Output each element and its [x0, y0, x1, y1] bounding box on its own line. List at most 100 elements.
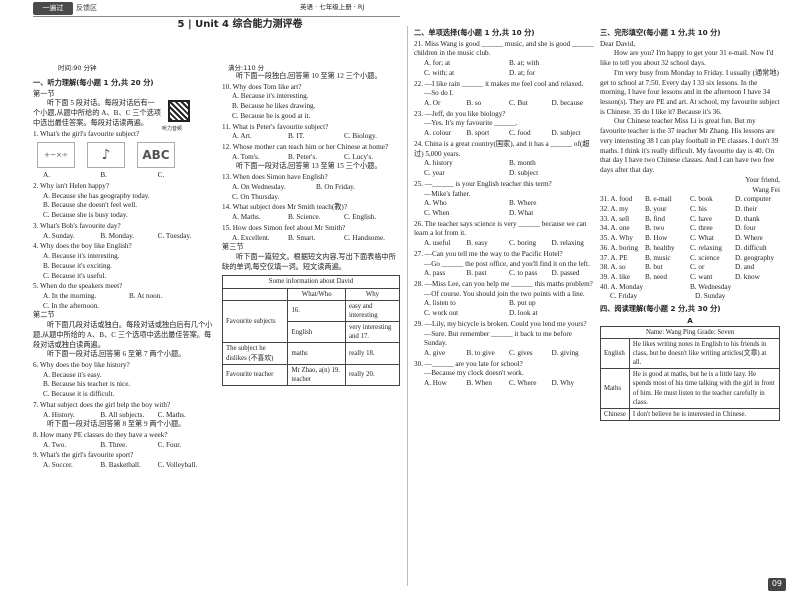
- option[interactable]: C. year: [424, 169, 445, 178]
- option[interactable]: B. to give: [466, 349, 495, 357]
- option[interactable]: 31. A. food: [600, 195, 633, 204]
- option[interactable]: B. Monday.: [100, 231, 135, 240]
- option[interactable]: C. What: [690, 234, 714, 243]
- blank-17[interactable]: very interesting and 17.: [344, 321, 401, 344]
- option[interactable]: C.: [157, 171, 165, 180]
- option[interactable]: D. their: [735, 204, 757, 213]
- option[interactable]: B. How: [645, 234, 668, 243]
- option[interactable]: D. computer: [735, 195, 771, 204]
- option[interactable]: D. because: [551, 99, 584, 108]
- option[interactable]: C. with; at: [424, 68, 455, 77]
- option[interactable]: C. English.: [344, 213, 377, 222]
- option[interactable]: 32. A. my: [600, 204, 629, 213]
- option[interactable]: D. know: [735, 272, 760, 281]
- option[interactable]: B. at; with: [509, 59, 540, 68]
- option[interactable]: B. Because she doesn't feel well.: [43, 201, 138, 210]
- option[interactable]: B. Because he likes drawing.: [232, 102, 316, 111]
- option[interactable]: A. Because she has geography today.: [43, 191, 150, 200]
- option[interactable]: D. passed: [551, 269, 580, 278]
- option[interactable]: D. at; for: [509, 68, 536, 77]
- option[interactable]: A. Tom's.: [232, 152, 260, 161]
- option[interactable]: A. Art.: [232, 132, 252, 141]
- option[interactable]: C. Friday: [610, 292, 638, 301]
- option[interactable]: A. Maths.: [232, 213, 261, 222]
- option[interactable]: B. but: [645, 263, 663, 272]
- option[interactable]: A. Or: [424, 99, 441, 108]
- option[interactable]: B.: [100, 171, 107, 180]
- option[interactable]: 39. A. like: [600, 272, 630, 281]
- option[interactable]: C. Where: [509, 379, 537, 388]
- qr-code-icon[interactable]: [168, 100, 190, 122]
- option[interactable]: 37. A. PE: [600, 253, 628, 262]
- blank-18[interactable]: really 18.: [344, 342, 401, 365]
- option[interactable]: B. past: [466, 269, 487, 278]
- option[interactable]: 40. A. Monday: [600, 282, 644, 291]
- option[interactable]: A. colour: [424, 129, 452, 138]
- option[interactable]: C. In the afternoon.: [43, 301, 100, 310]
- option[interactable]: B. IT.: [288, 132, 305, 141]
- option[interactable]: C. Maths.: [157, 410, 186, 419]
- option[interactable]: A. listen to: [424, 299, 456, 308]
- option[interactable]: A. Sunday.: [43, 231, 75, 240]
- option[interactable]: B. sport: [466, 129, 490, 138]
- option[interactable]: 34. A. one: [600, 224, 630, 233]
- blank-20[interactable]: really 20.: [344, 363, 401, 387]
- option[interactable]: A. History.: [43, 410, 75, 419]
- option[interactable]: B. Basketball.: [100, 461, 141, 470]
- option[interactable]: C. boring: [509, 239, 537, 248]
- option[interactable]: B. Wednesday: [690, 282, 732, 291]
- option[interactable]: A. for; at: [424, 59, 451, 68]
- option[interactable]: B. your: [645, 204, 667, 213]
- option[interactable]: C. gives: [509, 349, 533, 357]
- option[interactable]: B. put up: [509, 299, 536, 308]
- blank-19[interactable]: Mr Zhao, a(n) 19. teacher: [287, 363, 346, 387]
- option[interactable]: D. four: [735, 224, 756, 233]
- option[interactable]: D. Where: [735, 234, 763, 243]
- option[interactable]: B. Smart.: [288, 233, 316, 242]
- option[interactable]: A. Excellent.: [232, 233, 270, 242]
- option[interactable]: C. Tuesday.: [157, 231, 192, 240]
- option[interactable]: A. pass: [424, 269, 446, 278]
- option[interactable]: B. music: [645, 253, 671, 262]
- option[interactable]: D. giving: [551, 349, 579, 357]
- option[interactable]: D. and: [735, 263, 755, 272]
- option[interactable]: D. Why: [551, 379, 575, 388]
- option[interactable]: B. Where: [509, 199, 537, 208]
- option[interactable]: C. Because he is good at it.: [232, 111, 311, 120]
- option[interactable]: B. e-mail: [645, 195, 672, 204]
- option[interactable]: C. or: [690, 263, 705, 272]
- option[interactable]: B. All subjects.: [100, 410, 145, 419]
- option[interactable]: C. book: [690, 195, 713, 204]
- option[interactable]: D. What: [509, 208, 534, 217]
- option[interactable]: B. find: [645, 214, 665, 223]
- option[interactable]: A. Soccer.: [43, 461, 73, 470]
- option[interactable]: A. On Wednesday.: [232, 182, 286, 191]
- option[interactable]: A. Two.: [43, 440, 67, 449]
- option[interactable]: C. Because she is busy today.: [43, 211, 128, 220]
- option[interactable]: C. Four.: [157, 440, 182, 449]
- option[interactable]: A. How: [424, 379, 447, 388]
- option[interactable]: C. want: [690, 272, 713, 281]
- option[interactable]: A. history: [424, 159, 453, 168]
- option[interactable]: D. difficult: [735, 243, 767, 252]
- option[interactable]: C. On Thursday.: [232, 192, 280, 201]
- option[interactable]: 38. A. so: [600, 263, 626, 272]
- option[interactable]: D. Sunday: [695, 292, 726, 301]
- option[interactable]: 36. A. boring: [600, 243, 638, 252]
- option[interactable]: B. Peter's.: [288, 152, 318, 161]
- option[interactable]: B. two: [645, 224, 665, 233]
- option[interactable]: B. Three.: [100, 440, 128, 449]
- option[interactable]: C. have: [690, 214, 712, 223]
- option[interactable]: B. Science.: [288, 213, 321, 222]
- option[interactable]: A. Because it's interesting.: [232, 92, 309, 101]
- option[interactable]: B. month: [509, 159, 536, 168]
- option[interactable]: C. work out: [424, 309, 459, 318]
- option[interactable]: B. On Friday.: [316, 182, 356, 191]
- option[interactable]: A. Because it's easy.: [43, 370, 102, 379]
- option[interactable]: B. need: [645, 272, 667, 281]
- option[interactable]: D. geography: [735, 253, 775, 262]
- option[interactable]: C. three: [690, 224, 713, 233]
- option[interactable]: C. his: [690, 204, 707, 213]
- option[interactable]: C. to pass: [509, 269, 538, 278]
- option[interactable]: B. Because it's exciting.: [43, 261, 112, 270]
